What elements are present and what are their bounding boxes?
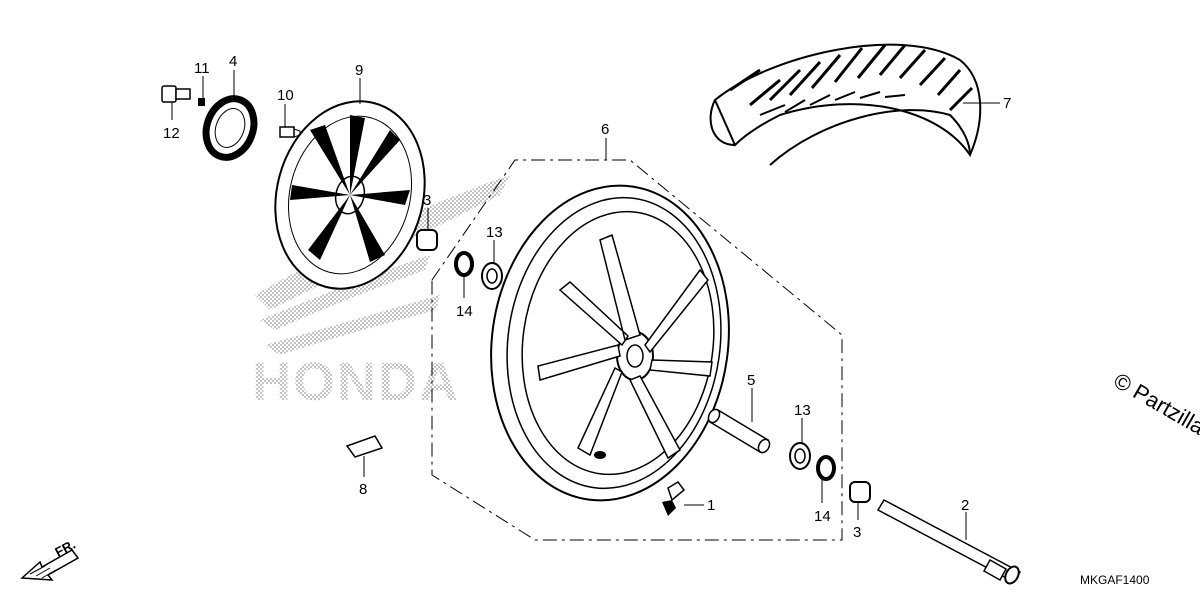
wheel-part-6[interactable] bbox=[471, 170, 749, 516]
leader-lines bbox=[171, 70, 1000, 540]
wheel-assembly-boundary bbox=[431, 159, 843, 541]
callout-13-right: 13 bbox=[794, 402, 811, 419]
callout-10: 10 bbox=[277, 87, 294, 104]
callout-5: 5 bbox=[747, 372, 755, 389]
bearing-part-13-right[interactable] bbox=[789, 442, 811, 470]
copyright-watermark: © Partzilla bbox=[1110, 368, 1200, 440]
callout-7: 7 bbox=[1003, 95, 1011, 112]
callout-14-left: 14 bbox=[456, 303, 473, 320]
pulser-ring-part-4[interactable] bbox=[198, 92, 262, 164]
callout-4: 4 bbox=[229, 53, 237, 70]
tire-part-7[interactable] bbox=[709, 43, 982, 166]
callout-14-right: 14 bbox=[814, 508, 831, 525]
callout-12: 12 bbox=[163, 125, 180, 142]
bolt-part-11[interactable] bbox=[198, 98, 205, 106]
bolt-part-12[interactable] bbox=[161, 85, 191, 103]
honda-brand-watermark: HONDA bbox=[252, 352, 460, 412]
distance-collar-part-5[interactable] bbox=[706, 407, 772, 454]
callout-2: 2 bbox=[961, 497, 969, 514]
bearing-part-13-left[interactable] bbox=[481, 262, 503, 290]
callout-9: 9 bbox=[355, 62, 363, 79]
brake-disc-part-9[interactable] bbox=[255, 84, 445, 305]
diagram-code: MKGAF1400 bbox=[1080, 573, 1150, 587]
callout-11: 11 bbox=[194, 60, 210, 77]
front-direction-arrow-icon bbox=[20, 549, 80, 581]
axle-part-2[interactable] bbox=[876, 499, 1022, 586]
valve-part-1[interactable] bbox=[662, 481, 686, 516]
callout-1: 1 bbox=[707, 497, 715, 514]
callout-8: 8 bbox=[359, 481, 367, 498]
callout-6: 6 bbox=[601, 121, 609, 138]
callout-3-left: 3 bbox=[423, 192, 431, 209]
callout-13-left: 13 bbox=[486, 224, 503, 241]
collar-part-3-left[interactable] bbox=[416, 229, 438, 251]
balance-weight-part-8[interactable] bbox=[345, 435, 384, 458]
bolt-part-10[interactable] bbox=[279, 126, 301, 138]
callout-3-right: 3 bbox=[853, 524, 861, 541]
dust-seal-part-14-right[interactable] bbox=[816, 455, 836, 481]
collar-part-3-right[interactable] bbox=[849, 481, 871, 503]
dust-seal-part-14-left[interactable] bbox=[454, 251, 474, 277]
